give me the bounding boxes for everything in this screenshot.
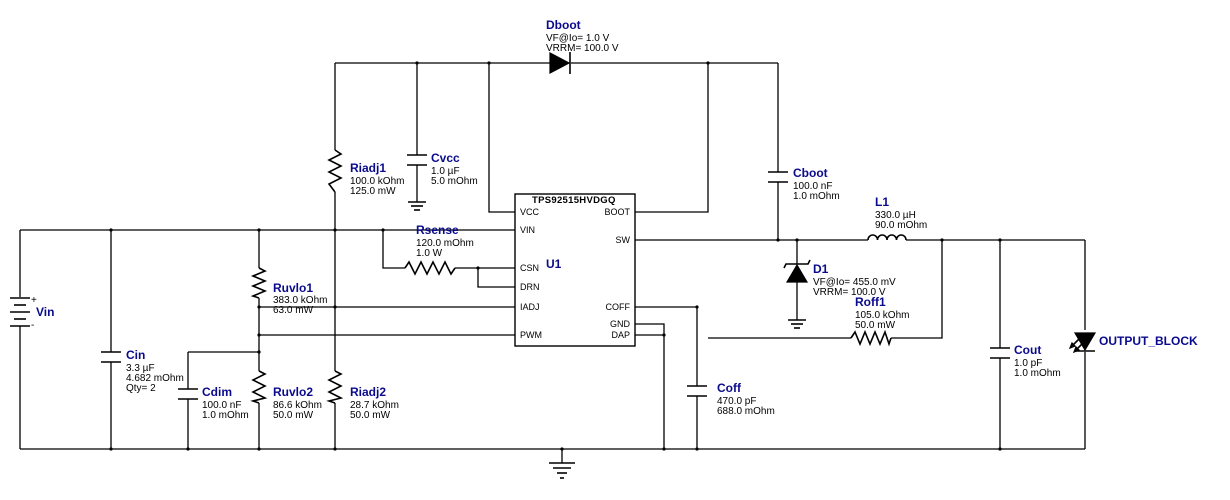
- pin-vcc: VCC: [520, 207, 540, 217]
- cin-qty: Qty= 2: [126, 383, 156, 394]
- dboot-diode-symbol: [549, 52, 571, 74]
- riadj2-resistor-symbol: [326, 370, 344, 404]
- cdim-esr: 1.0 mOhm: [202, 410, 249, 421]
- d1-ground-icon: [788, 319, 806, 329]
- main-ground-icon: [549, 462, 575, 479]
- pin-vin: VIN: [520, 225, 535, 235]
- roff1-power: 50.0 mW: [855, 320, 896, 331]
- cboot-capacitor-symbol: [768, 171, 788, 183]
- ic-u1: TPS92515HVDGQ VCC VIN CSN DRN IADJ PWM B…: [514, 193, 636, 347]
- dboot-vf: VF@Io= 1.0 V: [546, 33, 610, 44]
- d1-vrrm: VRRM= 100.0 V: [813, 287, 886, 298]
- riadj1-power: 125.0 mW: [350, 186, 396, 197]
- l1-value: 330.0 µH: [875, 210, 916, 221]
- ruvlo2-resistor-symbol: [250, 370, 268, 404]
- pin-coff: COFF: [606, 302, 631, 312]
- junction-dots: [109, 61, 1002, 451]
- cout-label: Cout: [1014, 343, 1041, 357]
- dboot-vrrm: VRRM= 100.0 V: [546, 43, 619, 54]
- riadj1-resistor-symbol: [327, 149, 343, 193]
- cvcc-ground-icon: [408, 201, 426, 211]
- coff-value: 470.0 pF: [717, 396, 756, 407]
- cboot-value: 100.0 nF: [793, 181, 832, 192]
- ruvlo1-label: Ruvlo1: [273, 281, 313, 295]
- roff1-label: Roff1: [855, 295, 886, 309]
- ruvlo2-value: 86.6 kOhm: [273, 400, 322, 411]
- ruvlo2-power: 50.0 mW: [273, 410, 314, 421]
- vin-minus: -: [31, 320, 34, 331]
- cvcc-capacitor-symbol: [407, 154, 427, 166]
- ruvlo2-label: Ruvlo2: [273, 385, 313, 399]
- cin-capacitor-symbol: [101, 351, 121, 363]
- pin-drn: DRN: [520, 282, 540, 292]
- ruvlo1-resistor-symbol: [250, 267, 268, 299]
- wires: [19, 62, 1086, 463]
- l1-inductor-symbol: [867, 234, 907, 241]
- cdim-label: Cdim: [202, 385, 232, 399]
- coff-capacitor-symbol: [687, 385, 707, 397]
- riadj2-label: Riadj2: [350, 385, 386, 399]
- ruvlo1-value: 383.0 kOhm: [273, 295, 327, 306]
- output-block-label: OUTPUT_BLOCK: [1099, 334, 1198, 348]
- cin-label: Cin: [126, 348, 145, 362]
- d1-label: D1: [813, 262, 829, 276]
- pin-boot: BOOT: [604, 207, 630, 217]
- d1-schottky-diode-symbol: [783, 259, 811, 283]
- rsense-resistor-symbol: [404, 260, 456, 276]
- vin-battery-symbol: + -: [10, 295, 37, 331]
- cvcc-label: Cvcc: [431, 151, 460, 165]
- l1-dcr: 90.0 mOhm: [875, 220, 927, 231]
- cvcc-esr: 5.0 mOhm: [431, 176, 478, 187]
- cboot-esr: 1.0 mOhm: [793, 191, 840, 202]
- coff-esr: 688.0 mOhm: [717, 406, 775, 417]
- coff-label: Coff: [717, 381, 742, 395]
- cout-value: 1.0 pF: [1014, 358, 1042, 369]
- rsense-value: 120.0 mOhm: [416, 238, 474, 249]
- vin-label: Vin: [36, 305, 54, 319]
- ruvlo1-power: 63.0 mW: [273, 305, 314, 316]
- cvcc-value: 1.0 µF: [431, 166, 460, 177]
- riadj1-label: Riadj1: [350, 161, 386, 175]
- cdim-value: 100.0 nF: [202, 400, 241, 411]
- riadj1-value: 100.0 kOhm: [350, 176, 404, 187]
- cout-capacitor-symbol: [990, 347, 1010, 359]
- pin-dap: DAP: [611, 330, 630, 340]
- led-icon: [1068, 332, 1097, 354]
- d1-vf: VF@Io= 455.0 mV: [813, 277, 896, 288]
- pin-csn: CSN: [520, 263, 539, 273]
- cdim-capacitor-symbol: [178, 388, 198, 400]
- riadj2-value: 28.7 kOhm: [350, 400, 399, 411]
- rsense-power: 1.0 W: [416, 248, 443, 259]
- pin-iadj: IADJ: [520, 302, 540, 312]
- cboot-label: Cboot: [793, 166, 828, 180]
- cin-value: 3.3 µF: [126, 363, 155, 374]
- pin-sw: SW: [616, 235, 631, 245]
- roff1-resistor-symbol: [850, 329, 892, 347]
- l1-label: L1: [875, 195, 889, 209]
- pin-pwm: PWM: [520, 330, 542, 340]
- ic-ref: U1: [546, 257, 562, 271]
- vin-plus: +: [31, 295, 37, 306]
- cin-esr: 4.682 mOhm: [126, 373, 184, 384]
- dboot-label: Dboot: [546, 18, 581, 32]
- riadj2-power: 50.0 mW: [350, 410, 391, 421]
- pin-gnd: GND: [610, 319, 631, 329]
- cout-esr: 1.0 mOhm: [1014, 368, 1061, 379]
- ic-part-number: TPS92515HVDGQ: [532, 195, 616, 206]
- rsense-label: Rsense: [416, 223, 459, 237]
- roff1-value: 105.0 kOhm: [855, 310, 909, 321]
